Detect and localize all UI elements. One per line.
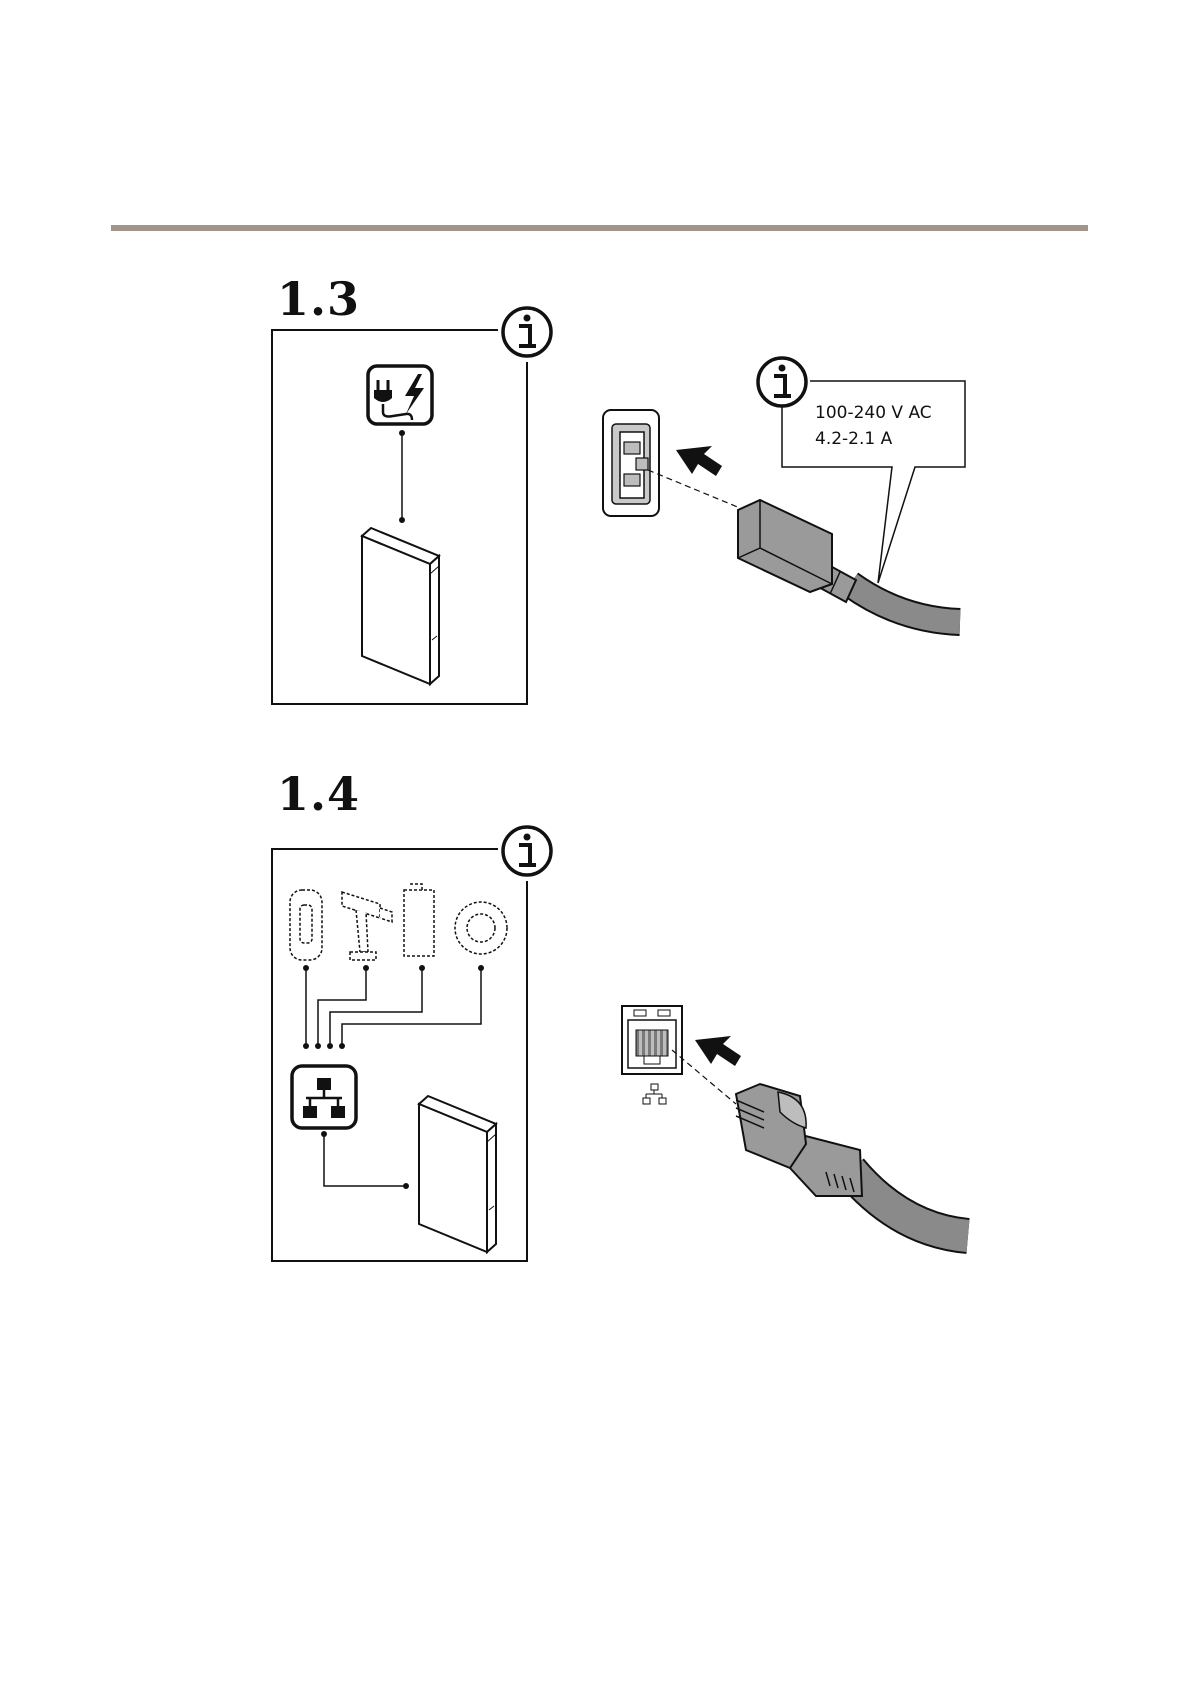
current-spec: 4.2-2.1 A xyxy=(815,429,893,449)
info-icon xyxy=(503,827,551,875)
arrow-icon xyxy=(695,1036,741,1066)
power-plug-icon xyxy=(368,366,432,424)
device-unit xyxy=(419,1096,496,1252)
peripheral-devices xyxy=(290,884,507,960)
step-1-3-panel xyxy=(272,308,551,704)
arrow-icon xyxy=(676,446,722,476)
network-connection-illustration xyxy=(622,1006,968,1236)
power-connection-illustration: 100-240 V AC 4.2-2.1 A xyxy=(603,358,965,622)
network-icon xyxy=(292,1066,356,1128)
device-unit xyxy=(362,528,439,684)
info-icon xyxy=(758,358,806,406)
info-icon xyxy=(503,308,551,356)
step-1-4-panel xyxy=(272,827,551,1261)
voltage-spec: 100-240 V AC xyxy=(815,403,932,423)
